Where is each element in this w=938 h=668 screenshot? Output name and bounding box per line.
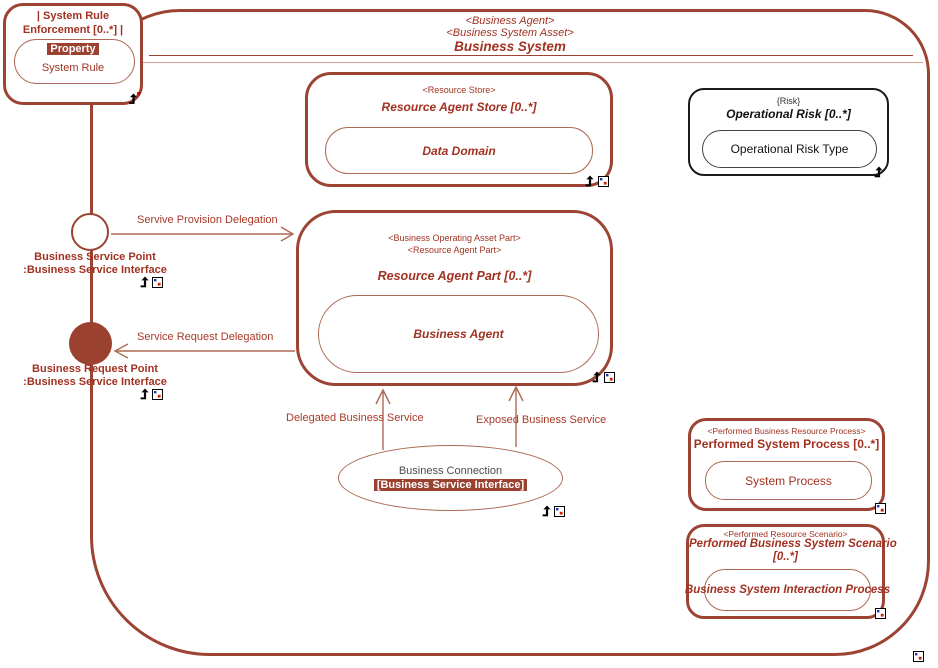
- feature-square-icon: [598, 176, 609, 187]
- header-separator-dark: [149, 55, 913, 56]
- business-system-interaction-process-label: Business System Interaction Process: [684, 584, 891, 596]
- feature-square-icon: [152, 277, 163, 288]
- provision-delegation-label[interactable]: Servive Provision Delegation: [137, 214, 278, 226]
- resource-agent-part-box[interactable]: <Business Operating Asset Part> <Resourc…: [296, 210, 613, 386]
- property-selected-label: Property: [47, 43, 99, 55]
- business-system-stereotype1: <Business Agent>: [465, 15, 555, 27]
- business-connection-ellipse[interactable]: Business Connection [Business Service In…: [338, 445, 563, 511]
- performed-scenario-title-line1: Performed Business System Scenario: [689, 538, 897, 550]
- business-service-point-circle[interactable]: [71, 213, 109, 251]
- header-separator-light: [97, 62, 923, 63]
- structure-arrow-icon: [140, 276, 149, 288]
- resource-agent-part-stereotype2: <Resource Agent Part>: [407, 245, 502, 255]
- resource-agent-part-title: Resource Agent Part [0..*]: [377, 269, 532, 283]
- business-agent-node[interactable]: Business Agent: [318, 295, 599, 373]
- data-domain-node[interactable]: Data Domain: [325, 127, 593, 174]
- feature-square-icon: [875, 608, 886, 619]
- resource-agent-store-box[interactable]: <Resource Store> Resource Agent Store [0…: [305, 72, 613, 187]
- performed-scenario-title-line2: [0..*]: [773, 551, 798, 563]
- system-rule-label: System Rule: [41, 62, 105, 74]
- data-domain-label: Data Domain: [422, 143, 496, 158]
- business-service-point-type: :Business Service Interface: [23, 264, 167, 276]
- business-connection-label: Business Connection: [398, 465, 503, 477]
- operational-risk-type-node[interactable]: Operational Risk Type: [702, 130, 877, 168]
- business-service-point-label: Business Service Point: [34, 251, 156, 263]
- structure-arrow-icon: [140, 388, 149, 400]
- resource-agent-part-stereotype1: <Business Operating Asset Part>: [388, 233, 521, 243]
- delegated-business-service-label[interactable]: Delegated Business Service: [286, 412, 424, 424]
- feature-square-icon: [604, 372, 615, 383]
- feature-square-icon: [913, 651, 924, 662]
- business-service-interface-selected-label: [Business Service Interface]: [373, 479, 528, 491]
- structure-arrow-icon: [585, 175, 594, 187]
- structure-arrow-icon: [542, 505, 551, 517]
- system-process-label: System Process: [745, 473, 832, 488]
- business-system-interaction-process-node[interactable]: Business System Interaction Process: [685, 569, 890, 611]
- exposed-business-service-label[interactable]: Exposed Business Service: [476, 414, 607, 426]
- request-delegation-label[interactable]: Service Request Delegation: [137, 331, 274, 343]
- system-rule-enforcement-title-line1: | System Rule: [36, 10, 110, 22]
- feature-square-icon: [152, 389, 163, 400]
- business-request-point-circle[interactable]: [69, 322, 112, 365]
- performed-system-process-box[interactable]: <Performed Business Resource Process> Pe…: [688, 418, 885, 511]
- structure-arrow-icon: [874, 166, 883, 178]
- operational-risk-stereotype: {Risk}: [776, 96, 801, 106]
- feature-square-icon: [875, 503, 886, 514]
- business-request-point-label: Business Request Point: [32, 363, 158, 375]
- operational-risk-title: Operational Risk [0..*]: [726, 107, 851, 121]
- performed-scenario-stereotype: <Performed Resource Scenario>: [723, 529, 848, 539]
- structure-arrow-icon: [129, 92, 141, 104]
- business-agent-label: Business Agent: [413, 327, 504, 341]
- resource-agent-store-title: Resource Agent Store [0..*]: [381, 100, 537, 114]
- system-process-node[interactable]: System Process: [705, 461, 872, 500]
- operational-risk-type-label: Operational Risk Type: [730, 142, 849, 156]
- resource-agent-store-stereotype: <Resource Store>: [422, 85, 496, 95]
- performed-system-process-stereotype: <Performed Business Resource Process>: [707, 426, 866, 436]
- performed-scenario-box[interactable]: <Performed Resource Scenario> Performed …: [685, 524, 897, 619]
- business-system-title: Business System: [454, 39, 566, 54]
- system-rule-enforcement-box[interactable]: | System Rule Enforcement [0..*] | Prope…: [3, 3, 143, 105]
- business-system-header: <Business Agent> <Business System Asset>…: [93, 15, 927, 54]
- performed-system-process-title: Performed System Process [0..*]: [693, 437, 880, 451]
- business-system-stereotype2: <Business System Asset>: [446, 27, 574, 39]
- business-request-point-type: :Business Service Interface: [23, 376, 167, 388]
- system-rule-enforcement-title-line2: Enforcement [0..*] |: [22, 24, 124, 36]
- structure-arrow-icon: [592, 371, 601, 383]
- feature-square-icon: [554, 506, 565, 517]
- operational-risk-box[interactable]: {Risk} Operational Risk [0..*] Operation…: [688, 88, 889, 176]
